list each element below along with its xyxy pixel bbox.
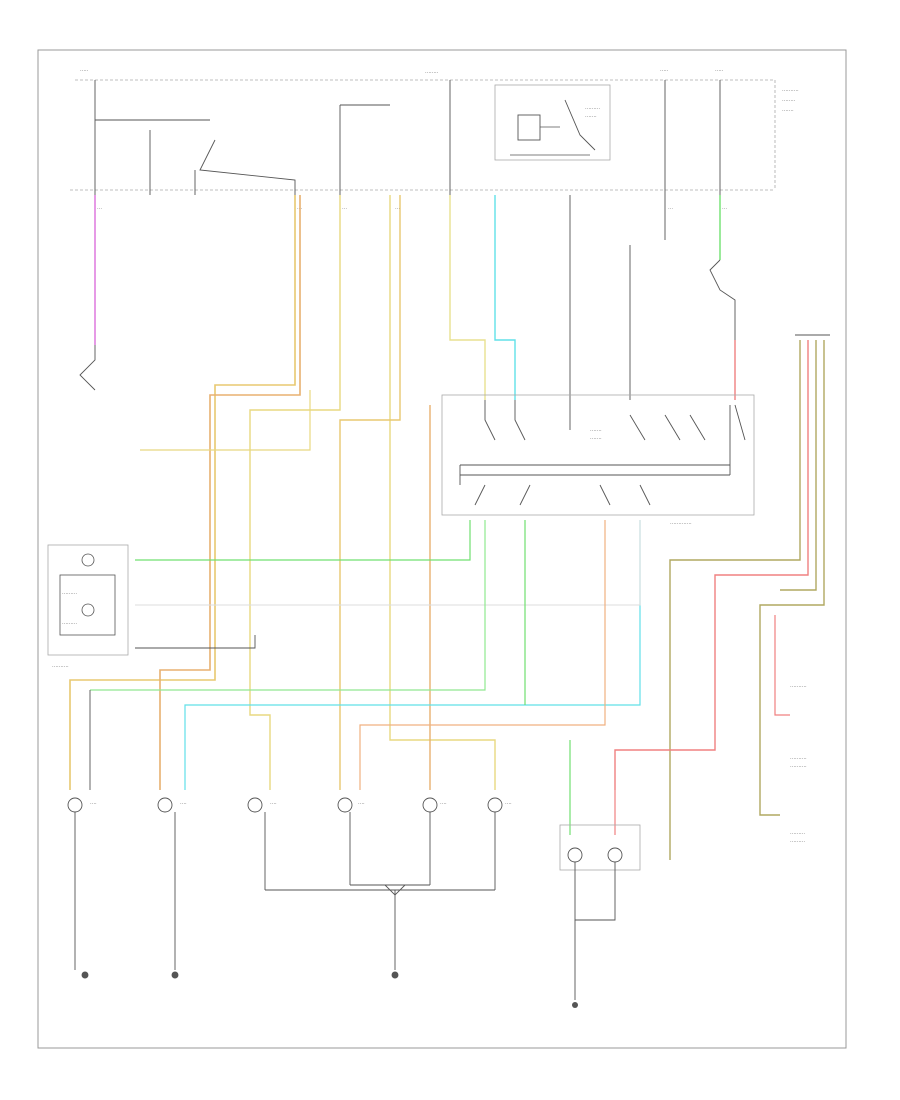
left-rear-turn-lamp [247,797,266,890]
wire-cyan-low [184,520,641,790]
svg-text:·········: ········· [62,591,77,597]
fuse-block: ····· ········ ····· ····· ·········· ··… [70,68,799,191]
svg-text:·····: ····· [80,68,89,74]
wire-black-left-switch [79,345,96,391]
svg-text:·····: ····· [660,68,669,74]
svg-text:········: ········ [425,70,439,76]
svg-text:···: ··· [395,206,400,212]
wire-yellow-7 [449,195,486,400]
diagram-frame [37,49,847,1049]
right-front-turn-lamp [157,797,176,880]
svg-text:···: ··· [668,206,673,212]
svg-text:·······: ······· [782,108,794,114]
wire-red-trailer [774,615,790,716]
ground-network [74,880,495,979]
svg-text:··········: ·········· [52,664,69,670]
svg-text:·······: ······· [585,114,597,120]
wire-yellow-3 [249,195,341,790]
svg-text:··········: ·········· [790,764,807,770]
svg-text:····: ···· [358,801,365,807]
left-cornering-lamp [422,797,438,885]
wire-yellow-5 [339,195,401,790]
turn-signal-switch: ······· ······· ············· [441,394,755,527]
fuse-wires [94,80,721,195]
svg-text:·········: ········· [585,106,600,112]
svg-text:··········: ·········· [790,684,807,690]
cluster-wires [89,520,641,790]
svg-text:····: ···· [440,801,447,807]
svg-text:·······: ······· [590,436,602,442]
svg-text:····: ···· [270,801,277,807]
svg-text:·······: ······· [590,428,602,434]
instrument-cluster: ········· ········· ·········· [47,544,129,670]
connector-row: ··· ··· ··· ··· ··· ··· [97,206,727,212]
license-lamp [559,824,641,1008]
svg-text:·········: ········· [790,839,805,845]
svg-text:········: ········ [782,98,796,104]
svg-text:·········: ········· [62,621,77,627]
svg-text:····: ···· [180,801,187,807]
svg-text:···: ··· [342,206,347,212]
lamps-row: ···· ···· ···· ···· ···· ···· [67,797,512,890]
right-cornering-lamp [487,797,503,890]
svg-text:···: ··· [97,206,102,212]
wire-yellow-4 [389,195,496,790]
svg-text:·············: ············· [670,521,692,527]
wire-yellow-1 [69,195,296,790]
wire-cyan [494,195,516,400]
svg-text:····: ···· [90,801,97,807]
svg-text:··········: ·········· [790,756,807,762]
svg-text:··········: ·········· [782,88,799,94]
flasher: ········· ······· [494,84,611,161]
wires-black-switch [569,195,666,400]
left-front-turn-lamp [67,797,83,880]
svg-text:·····: ····· [715,68,724,74]
wire-black-right-switch [709,259,736,340]
svg-text:···: ··· [722,206,727,212]
right-rear-turn-lamp [337,797,353,885]
svg-text:·········: ········· [790,831,805,837]
svg-text:····: ···· [505,801,512,807]
trailer-connector: ·········· ·········· ·········· ·······… [790,684,807,845]
wire-yellow-hz [140,390,311,451]
wire-yellow-2 [159,195,301,790]
trailer-bundle [614,334,830,860]
